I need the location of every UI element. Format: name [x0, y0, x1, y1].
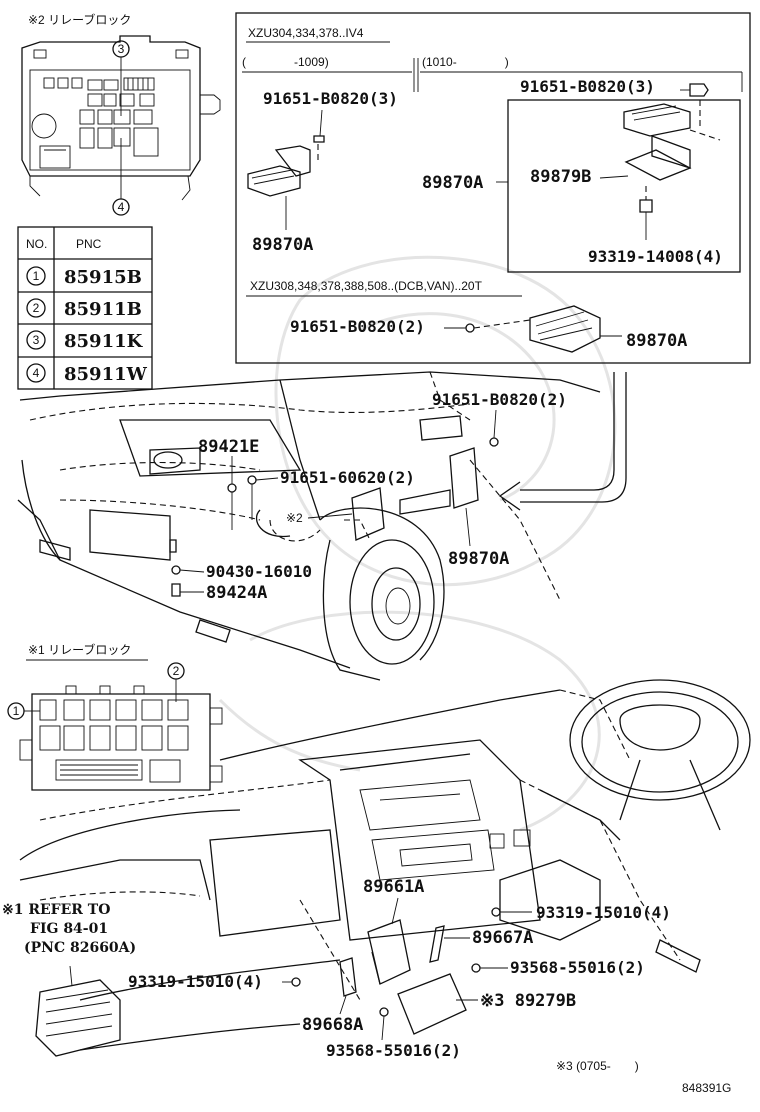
pnc-table: NO. PNC 1 85915B 2 85911B 3 85911K 4 859… — [17, 226, 153, 390]
table-header-no: NO. — [26, 237, 47, 251]
clip-90430-label: 90430-16010 — [206, 562, 312, 581]
bolt-60620-label: 91651-60620(2) — [280, 468, 415, 487]
part-89424a-label: 89424A — [206, 583, 267, 603]
table-row-pnc: 85911W — [64, 364, 148, 385]
part-89667a-label: 89667A — [472, 928, 533, 948]
engine-bolt-label: 91651-B0820(2) — [432, 390, 567, 409]
date-left: ( -1009) — [242, 55, 329, 69]
model-bottom-label: XZU308,348,378,388,508..(DCB,VAN)..20T — [250, 279, 483, 293]
relay-block-2: ※2 リレーブロック 3 4 — [21, 12, 221, 216]
right-part-outer-label: 89870A — [422, 173, 483, 193]
bottom-part-label: 89870A — [626, 331, 687, 351]
date-right: (1010- ) — [422, 55, 509, 69]
table-row-no: 3 — [33, 333, 40, 347]
relay-block-1-small — [35, 979, 121, 1057]
right-bolt-label: 91651-B0820(3) — [520, 77, 655, 96]
part-89661a-label: 89661A — [363, 877, 424, 897]
left-bolt-label: 91651-B0820(3) — [263, 89, 398, 108]
table-header-pnc: PNC — [76, 237, 102, 251]
note-3: ※3 (0705- ) — [556, 1059, 639, 1073]
refer-line-3: (PNC 82660A) — [24, 940, 136, 956]
left-part-label: 89870A — [252, 235, 313, 255]
part-89421e-label: 89421E — [198, 437, 259, 457]
table-row-pnc: 85911B — [64, 299, 142, 320]
screw-55016-right-label: 93568-55016(2) — [510, 958, 645, 977]
relay-block-2-title: ※2 リレーブロック — [28, 12, 131, 27]
bottom-bolt-label: 91651-B0820(2) — [290, 317, 425, 336]
screw-55016-bottom-label: 93568-55016(2) — [326, 1041, 461, 1060]
nut-15010-right-label: 93319-15010(4) — [536, 903, 671, 922]
callout-2: 2 — [173, 664, 180, 678]
right-bracket-label: 89879B — [530, 167, 591, 187]
refer-line-1: ※1 REFER TO — [2, 902, 110, 918]
pointer-arrow — [498, 372, 627, 511]
callout-3: 3 — [118, 42, 125, 56]
watermark — [218, 255, 617, 832]
callout-1: 1 — [13, 704, 20, 718]
callout-4: 4 — [118, 200, 125, 214]
mark-2-label: ※2 — [286, 511, 303, 525]
part-89279b-label: ※3 89279B — [480, 991, 576, 1011]
part-89668a-label: 89668A — [302, 1015, 363, 1035]
part-89870a-label: 89870A — [448, 549, 509, 569]
right-nut-label: 93319-14008(4) — [588, 247, 723, 266]
dashboard-illustration: 89661A 93319-15010(4) 89667A 93568-55016… — [2, 679, 751, 1095]
model-top-label: XZU304,334,378..IV4 — [248, 26, 364, 40]
relay-block-1: ※1 リレーブロック 1 2 — [7, 642, 223, 791]
bracket-mark-2 — [351, 487, 385, 541]
nut-15010-left-label: 93319-15010(4) — [128, 972, 263, 991]
table-row-no: 1 — [33, 269, 40, 283]
table-row-no: 2 — [33, 301, 40, 315]
variant-box: XZU304,334,378..IV4 ( -1009) (1010- ) 91… — [235, 12, 751, 364]
truck-front: 91651-B0820(2) 89421E 91651-60620(2) ※2 … — [17, 371, 601, 681]
relay-block-1-title: ※1 リレーブロック — [28, 642, 131, 657]
figure-id: 848391G — [682, 1081, 731, 1095]
refer-line-2: FIG 84-01 — [30, 921, 108, 937]
table-row-pnc: 85911K — [64, 331, 144, 352]
table-row-no: 4 — [33, 366, 40, 380]
table-row-pnc: 85915B — [64, 267, 142, 288]
